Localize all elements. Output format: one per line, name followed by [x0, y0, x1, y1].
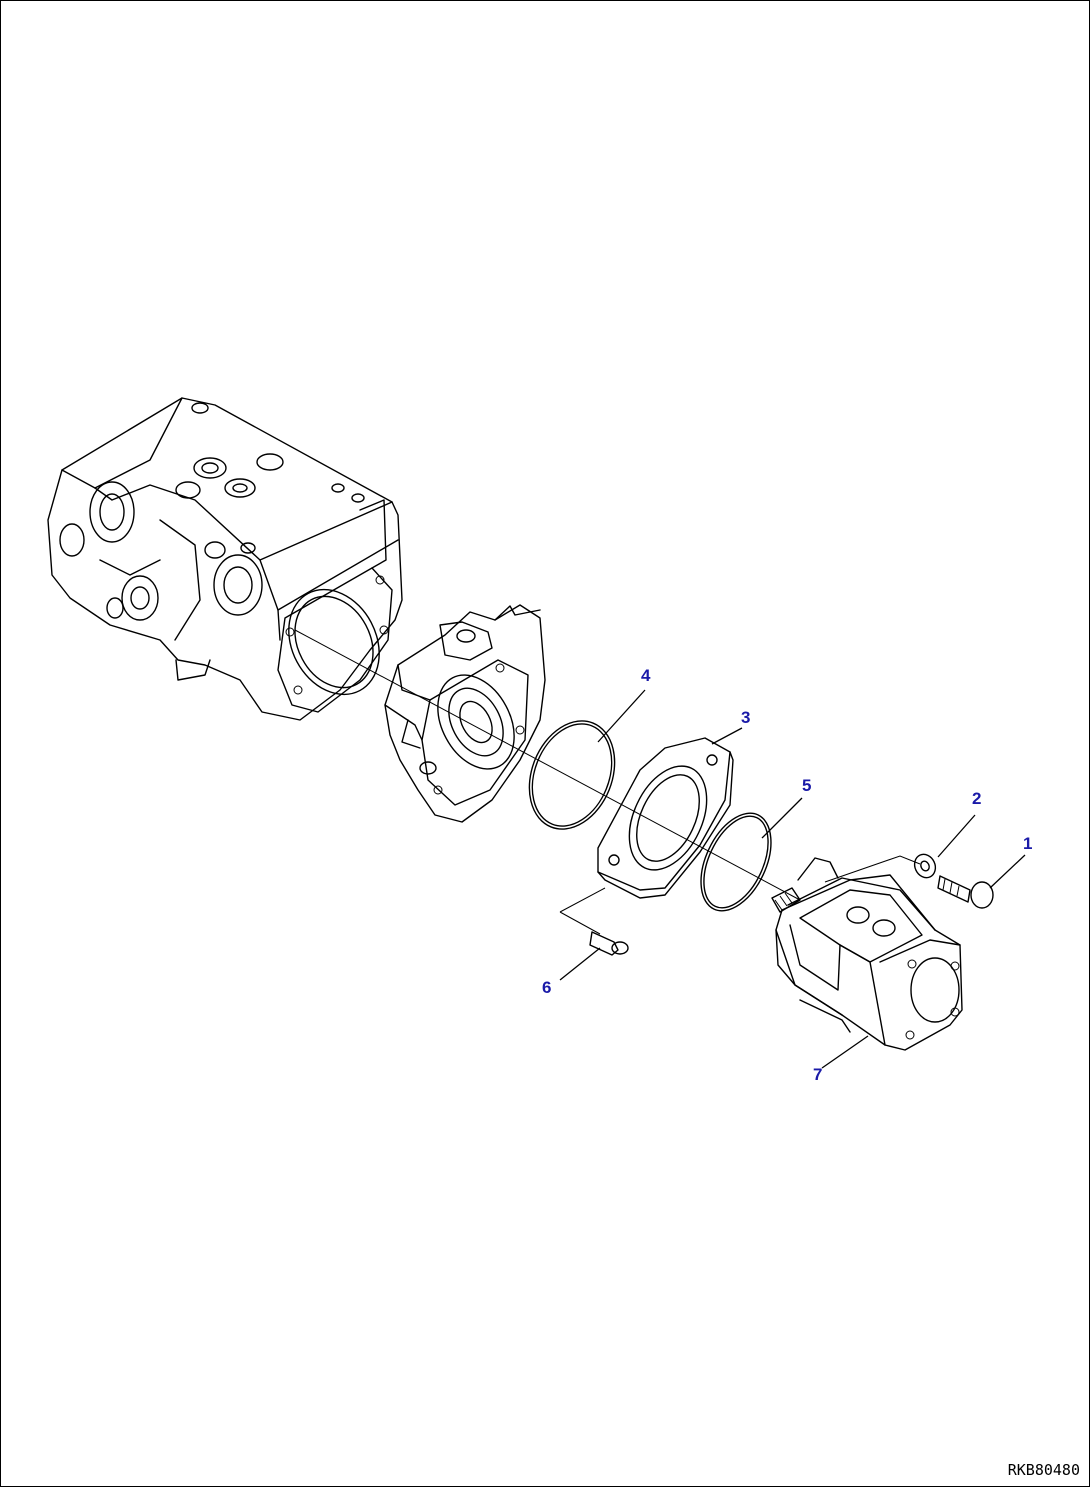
alignment-line-bolt-1: [824, 855, 921, 883]
drawing-code-label: RKB80480: [1007, 1461, 1080, 1479]
callout-3: 3: [741, 708, 751, 727]
gear-pump-part-7: [771, 857, 963, 1051]
callout-6: 6: [542, 978, 552, 997]
alignment-line-bolt-6: [559, 887, 606, 935]
o-ring-large-part-4: [528, 720, 616, 830]
callout-5: 5: [802, 776, 812, 795]
callout-7: 7: [813, 1065, 823, 1084]
callout-4: 4: [641, 666, 651, 685]
secondary-housing: [384, 604, 546, 823]
washer-part-2: [913, 853, 937, 879]
main-pump-housing: [47, 397, 403, 721]
flange-plate-part-3: [597, 737, 734, 899]
assembly-center-line: [294, 629, 801, 901]
bolt-part-1: [937, 875, 994, 909]
callout-2: 2: [972, 789, 982, 808]
leader-lines: [559, 689, 1026, 1069]
bolt-part-6: [589, 931, 629, 956]
callout-1: 1: [1023, 834, 1033, 853]
o-ring-small-part-5: [700, 812, 772, 912]
